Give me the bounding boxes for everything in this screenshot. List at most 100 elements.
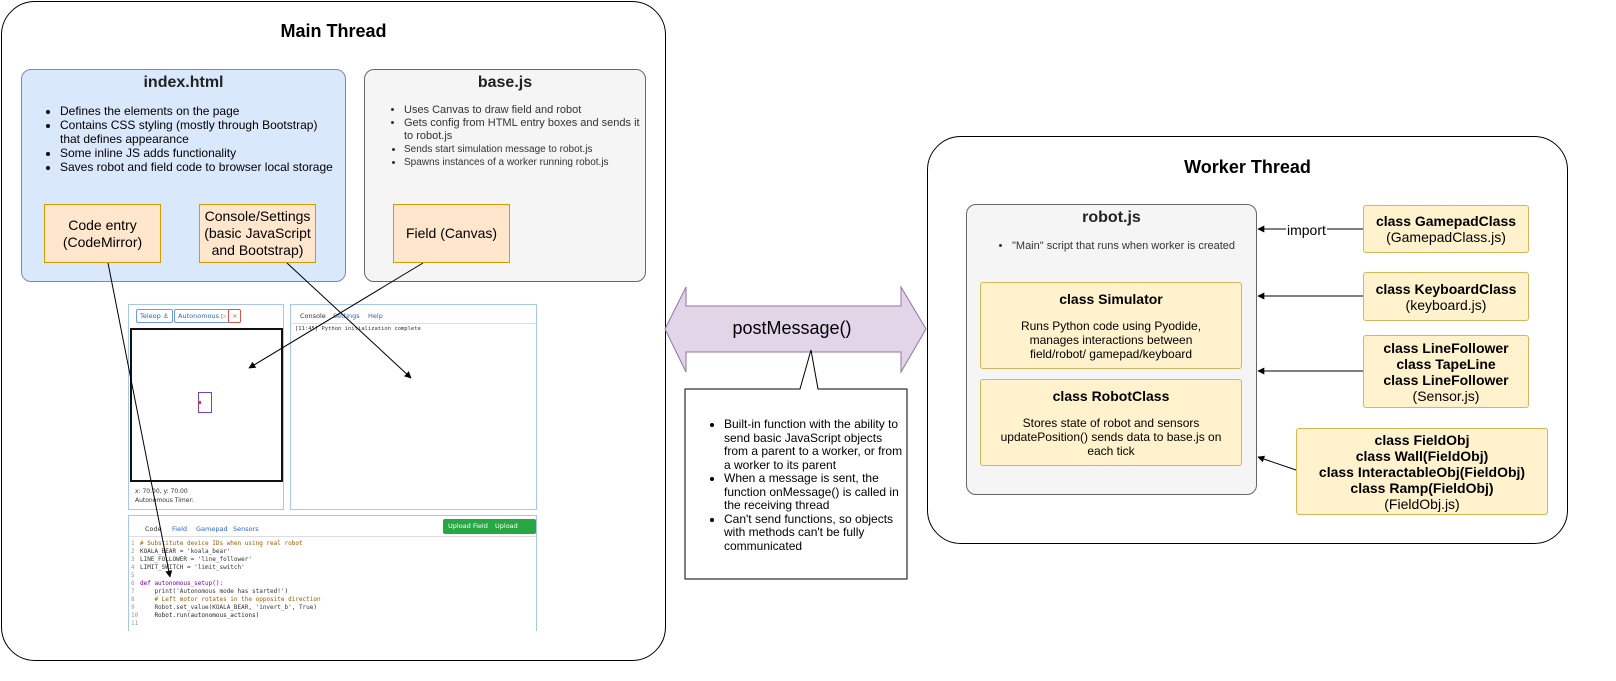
gamepad-class-title: class GamepadClass bbox=[1375, 213, 1517, 229]
robot-class-box: class RobotClass Stores state of robot a… bbox=[980, 379, 1242, 466]
fieldobj-class-file: (FieldObj.js) bbox=[1384, 495, 1460, 512]
field-canvas bbox=[130, 328, 283, 482]
fieldobj-class-title: class Ramp(FieldObj) bbox=[1350, 479, 1494, 496]
console-output: [11:45] Python initialization complete bbox=[295, 326, 421, 332]
autonomous-timer: Autonomous Timer: bbox=[135, 497, 194, 504]
base-js-title: base.js bbox=[477, 74, 533, 91]
index-bullet: Defines the elements on the page bbox=[60, 104, 338, 118]
post-message-bullet: When a message is sent, the function onM… bbox=[724, 471, 907, 513]
gamepad-class-file: (GamepadClass.js) bbox=[1386, 229, 1506, 245]
code-line-number: 1 bbox=[131, 540, 135, 547]
import-label: import bbox=[1286, 222, 1327, 238]
tab-settings[interactable]: Settings bbox=[333, 312, 360, 320]
code-line: 6 def autonomous_setup(): bbox=[131, 580, 223, 588]
base-js-bullets: Uses Canvas to draw field and robot Gets… bbox=[382, 104, 640, 169]
base-bullet: Gets config from HTML entry boxes and se… bbox=[404, 117, 640, 143]
simulator-class-body: Runs Python code using Pyodide, manages … bbox=[1020, 319, 1202, 361]
code-line: 10 Robot.run(autonomous_actions) bbox=[131, 612, 259, 620]
robot-js-bullets: "Main" script that runs when worker is c… bbox=[990, 240, 1255, 253]
fieldobj-classes-box: class FieldObj class Wall(FieldObj) clas… bbox=[1296, 428, 1548, 515]
code-line: 9 Robot.set_value(KOALA_BEAR, 'invert_b'… bbox=[131, 604, 317, 612]
coords-readout: x: 70.00, y: 70.00 bbox=[135, 488, 188, 495]
robot-class-body: Stores state of robot and sensors update… bbox=[1000, 416, 1222, 458]
upload-field-button[interactable]: Upload Field bbox=[443, 519, 493, 534]
code-line-number: 10 bbox=[131, 612, 139, 619]
code-line-number: 6 bbox=[131, 580, 135, 587]
sensor-classes-box: class LineFollower class TapeLine class … bbox=[1363, 335, 1529, 408]
keyboard-class-file: (keyboard.js) bbox=[1405, 296, 1487, 313]
index-bullet: Contains CSS styling (mostly through Boo… bbox=[60, 118, 338, 146]
code-line: 1 # Substitute device IDs when using real… bbox=[131, 540, 303, 548]
code-entry-box: Code entry (CodeMirror) bbox=[44, 204, 161, 263]
autonomous-button[interactable]: Autonomous ▷ bbox=[174, 309, 231, 323]
code-line-number: 2 bbox=[131, 548, 135, 555]
base-bullet: Spawns instances of a worker running rob… bbox=[404, 156, 640, 169]
base-bullet: Uses Canvas to draw field and robot bbox=[404, 104, 640, 117]
console-screenshot-panel: Console Settings Help [11:45] Python ini… bbox=[290, 304, 537, 510]
tab-divider bbox=[291, 323, 536, 324]
fieldobj-class-title: class FieldObj bbox=[1374, 431, 1470, 448]
tab-code[interactable]: Code bbox=[145, 525, 162, 533]
code-line: 7 print('Autonomous mode has started!') bbox=[131, 588, 288, 596]
fieldobj-class-title: class Wall(FieldObj) bbox=[1355, 447, 1489, 464]
keyboard-class-title: class KeyboardClass bbox=[1375, 280, 1517, 297]
post-message-bullet: Built-in function with the ability to se… bbox=[724, 417, 907, 472]
code-screenshot-panel: Code Field Gamepad Sensors Upload Field … bbox=[128, 515, 537, 631]
simulator-class-box: class Simulator Runs Python code using P… bbox=[980, 282, 1242, 369]
console-settings-box: Console/Settings (basic JavaScript and B… bbox=[199, 204, 316, 263]
tab-help[interactable]: Help bbox=[368, 312, 383, 320]
code-line-text: LINE_FOLLOWER = 'line_follower' bbox=[140, 556, 252, 563]
code-line: 3 LINE_FOLLOWER = 'line_follower' bbox=[131, 556, 252, 564]
tab-sensors[interactable]: Sensors bbox=[233, 525, 259, 533]
callout-box bbox=[684, 349, 908, 580]
tab-gamepad[interactable]: Gamepad bbox=[196, 525, 228, 533]
code-line-number: 11 bbox=[131, 620, 139, 627]
code-line-number: 5 bbox=[131, 572, 135, 579]
code-line: 2 KOALA_BEAR = 'koala_bear' bbox=[131, 548, 230, 556]
code-line-number: 8 bbox=[131, 596, 135, 603]
code-line: 8 # Left motor rotates in the opposite d… bbox=[131, 596, 321, 604]
simulator-class-title: class Simulator bbox=[1059, 291, 1163, 307]
code-line-text: print('Autonomous mode has started!') bbox=[140, 588, 289, 595]
code-line-text: def autonomous_setup(): bbox=[140, 580, 224, 587]
code-line-number: 4 bbox=[131, 564, 135, 571]
post-message-arrow bbox=[664, 285, 927, 374]
code-line-text: Robot.set_value(KOALA_BEAR, 'invert_b', … bbox=[140, 604, 318, 611]
sensor-class-title: class LineFollower bbox=[1383, 371, 1509, 388]
code-line: 5 bbox=[131, 572, 140, 580]
index-html-title: index.html bbox=[143, 74, 224, 91]
gamepad-class-box: class GamepadClass (GamepadClass.js) bbox=[1363, 205, 1529, 253]
tab-console[interactable]: Console bbox=[300, 312, 326, 320]
index-html-bullets: Defines the elements on the page Contain… bbox=[38, 104, 338, 174]
upload-code-button[interactable]: Upload Code bbox=[490, 519, 536, 545]
teleop-button[interactable]: Teleop ⚓ bbox=[136, 309, 173, 323]
base-bullet: Sends start simulation message to robot.… bbox=[404, 143, 640, 156]
post-message-bullet: Can't send functions, so objects with me… bbox=[724, 512, 907, 554]
worker-thread-title: Worker Thread bbox=[1184, 157, 1311, 177]
sensor-class-title: class TapeLine bbox=[1396, 355, 1496, 372]
post-message-label: postMessage() bbox=[732, 318, 852, 338]
post-message-bullets: Built-in function with the ability to se… bbox=[702, 417, 907, 554]
code-line-text: Robot.run(autonomous_actions) bbox=[140, 612, 260, 619]
fieldobj-class-title: class InteractableObj(FieldObj) bbox=[1318, 463, 1526, 480]
index-bullet: Saves robot and field code to browser lo… bbox=[60, 160, 338, 174]
code-line-text: # Left motor rotates in the opposite dir… bbox=[140, 596, 321, 603]
code-line-text: KOALA_BEAR = 'koala_bear' bbox=[140, 548, 231, 555]
code-line-text: # Substitute device IDs when using real … bbox=[140, 540, 303, 547]
robot-js-title: robot.js bbox=[1082, 209, 1141, 226]
index-bullet: Some inline JS adds functionality bbox=[60, 146, 338, 160]
code-line-number: 3 bbox=[131, 556, 135, 563]
code-line-number: 7 bbox=[131, 588, 135, 595]
tab-field[interactable]: Field bbox=[172, 525, 188, 533]
code-divider bbox=[129, 536, 536, 537]
robot-class-title: class RobotClass bbox=[1052, 388, 1170, 404]
sensor-class-title: class LineFollower bbox=[1383, 339, 1509, 356]
keyboard-class-box: class KeyboardClass (keyboard.js) bbox=[1363, 272, 1529, 321]
field-screenshot-panel: Teleop ⚓ Autonomous ▷ × x: 70.00, y: 70.… bbox=[128, 304, 284, 510]
code-line: 11 bbox=[131, 620, 140, 628]
close-button[interactable]: × bbox=[228, 309, 242, 323]
robot-js-bullet: "Main" script that runs when worker is c… bbox=[1012, 240, 1255, 253]
sensor-class-file: (Sensor.js) bbox=[1412, 387, 1480, 404]
main-thread-title: Main Thread bbox=[280, 21, 387, 41]
